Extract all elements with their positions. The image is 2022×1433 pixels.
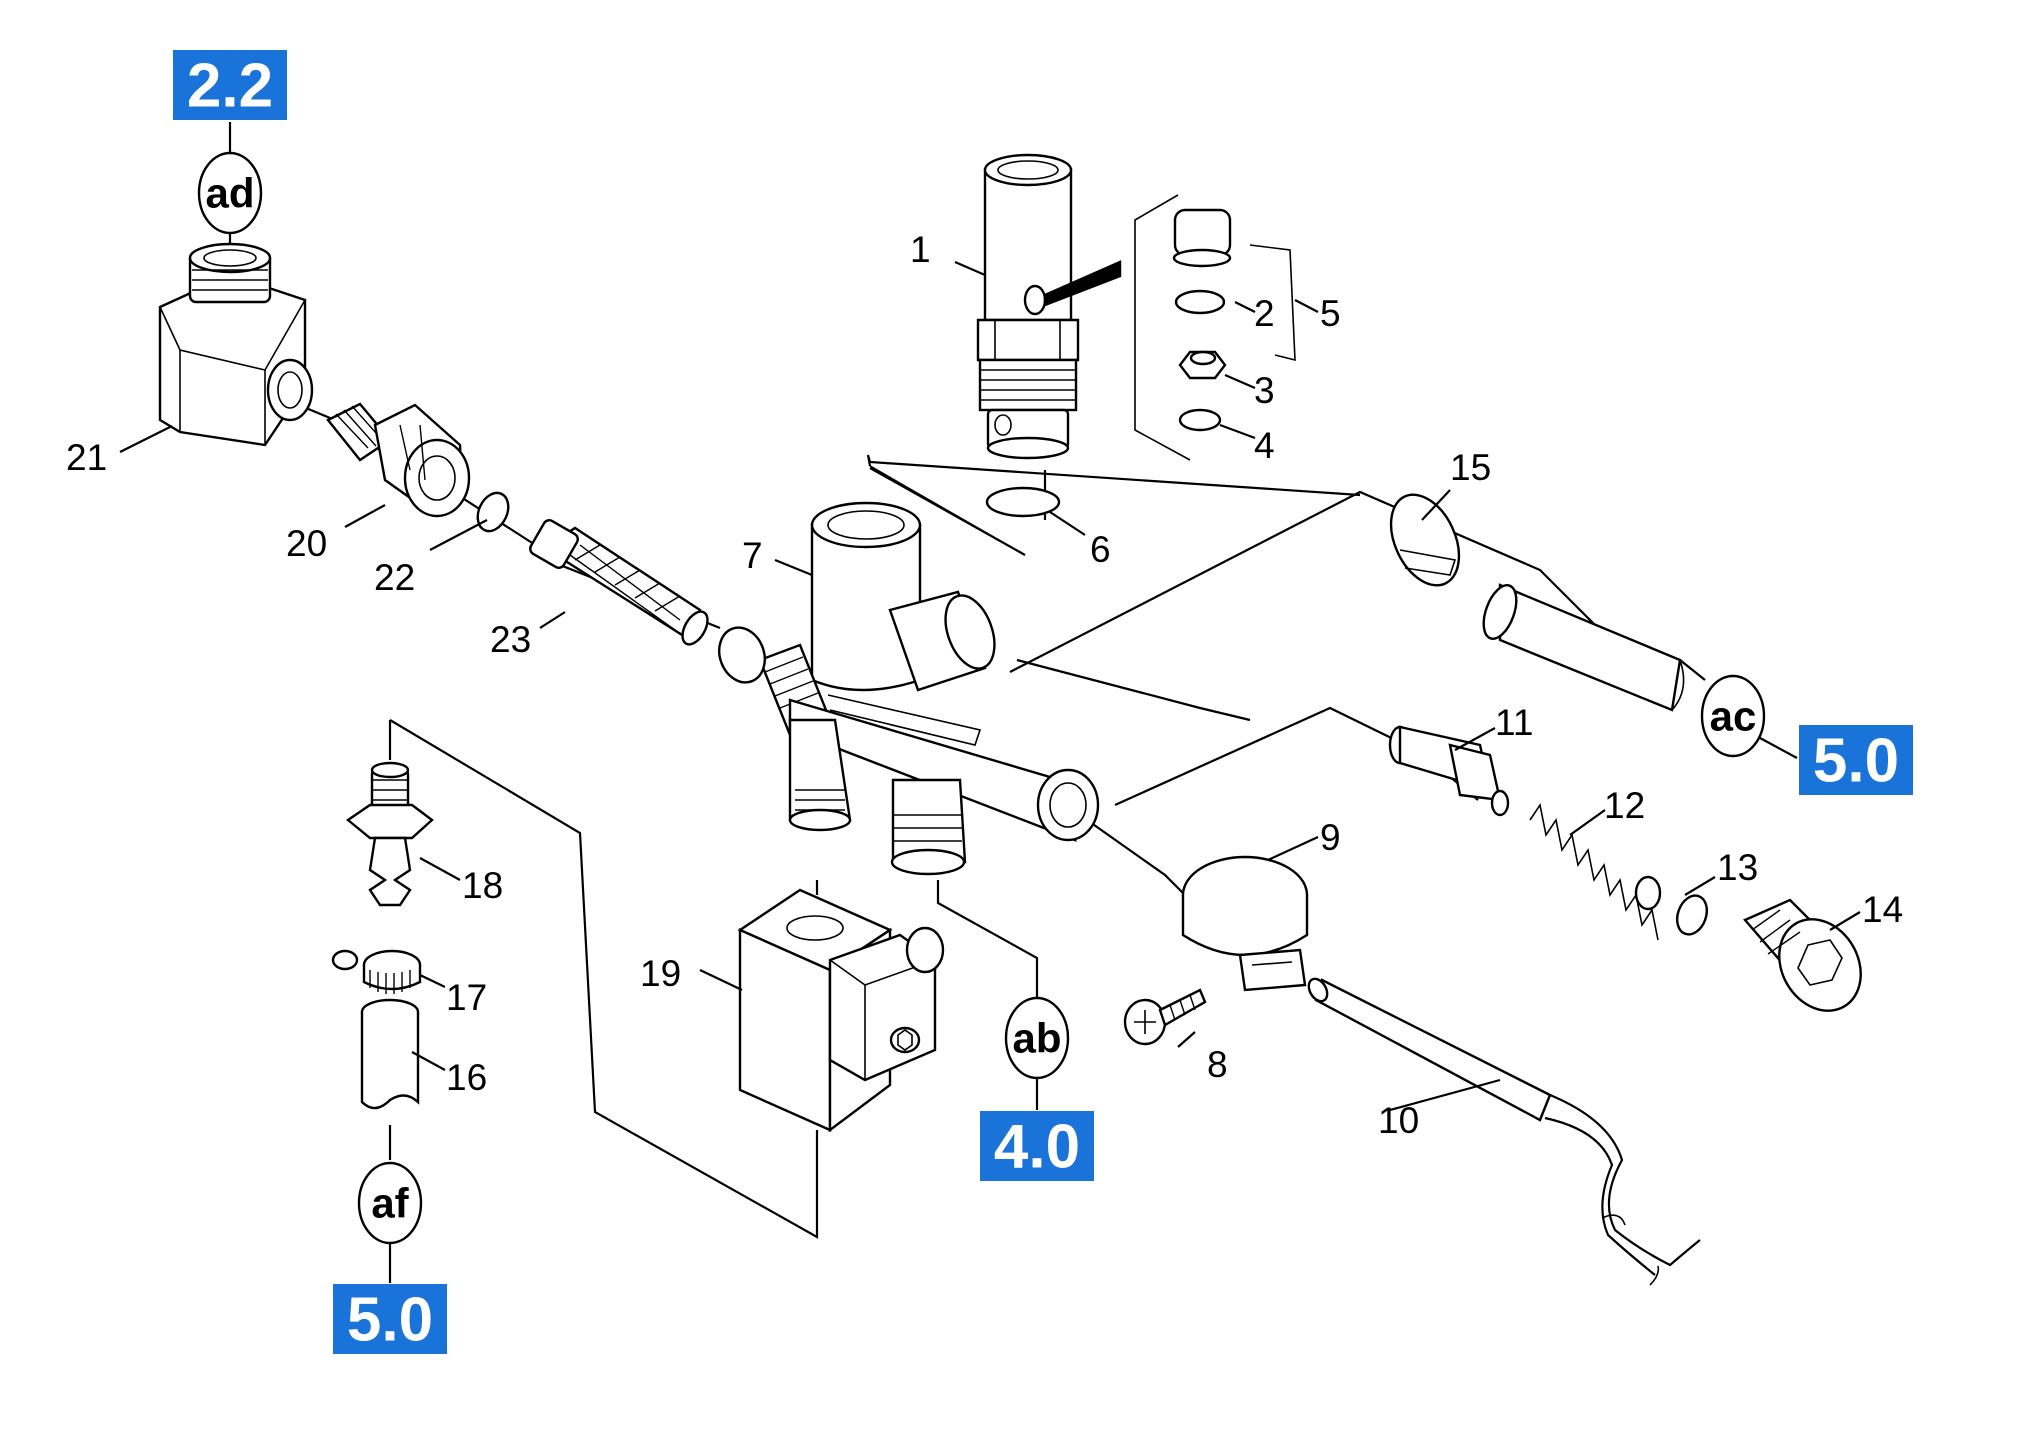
part-8-screw[interactable]	[1123, 988, 1207, 1046]
callout-labels: 1 2 3 4 5 6 7 8 9 10 11 12 13 14 15 16 1…	[66, 229, 1903, 1141]
callout-15: 15	[1450, 447, 1491, 488]
part-14-plug[interactable]	[1743, 898, 1877, 1026]
reference-label-af: 5.0	[347, 1286, 433, 1355]
connector-ac: ac	[1679, 659, 1798, 759]
callout-10: 10	[1378, 1100, 1419, 1141]
part-7-tee-body[interactable]	[712, 465, 1100, 876]
callout-23: 23	[490, 619, 531, 660]
part-23-filter[interactable]	[528, 518, 713, 649]
connector-af: af	[357, 1125, 423, 1283]
callout-22: 22	[374, 557, 415, 598]
part-2-o-ring[interactable]	[1174, 289, 1226, 315]
callout-9: 9	[1320, 817, 1341, 858]
part-15-clip[interactable]	[1378, 484, 1473, 596]
part-1-valve-body[interactable]	[976, 153, 1122, 460]
reference-badge-ab[interactable]: 4.0	[980, 1111, 1094, 1182]
part-5-cap[interactable]	[1172, 208, 1232, 268]
callout-1: 1	[910, 229, 931, 270]
part-13-o-ring[interactable]	[1672, 891, 1712, 938]
connector-ad: ad	[197, 122, 263, 258]
part-3-nut[interactable]	[1178, 350, 1227, 380]
callout-3: 3	[1254, 370, 1275, 411]
callout-19: 19	[640, 953, 681, 994]
part-9-clamp[interactable]	[1181, 855, 1309, 992]
callout-8: 8	[1207, 1044, 1228, 1085]
part-10-sensor-cable[interactable]	[1305, 976, 1701, 1286]
callout-14: 14	[1862, 889, 1903, 930]
reference-badge-af[interactable]: 5.0	[333, 1284, 447, 1355]
part-20-hose-connector[interactable]	[326, 402, 471, 518]
part-6-o-ring[interactable]	[985, 486, 1061, 518]
connector-label-ac: ac	[1710, 693, 1757, 740]
callout-5: 5	[1320, 293, 1341, 334]
connector-ab: ab	[936, 880, 1070, 1110]
callout-21: 21	[66, 437, 107, 478]
reference-badge-ad[interactable]: 2.2	[173, 50, 287, 121]
leader-lines	[119, 260, 1861, 1112]
callout-2: 2	[1254, 293, 1275, 334]
connector-label-ad: ad	[205, 170, 254, 217]
callout-6: 6	[1090, 529, 1111, 570]
part-12-spring[interactable]	[1529, 802, 1662, 941]
reference-label-ad: 2.2	[187, 52, 273, 121]
callout-20: 20	[286, 523, 327, 564]
reference-label-ac: 5.0	[1813, 727, 1899, 796]
part-4-o-ring[interactable]	[1178, 408, 1222, 432]
part-17-hose-clamp[interactable]	[331, 949, 422, 994]
insert-group-bracket	[1134, 194, 1296, 461]
part-16-hose[interactable]	[360, 998, 420, 1110]
part-11-piston[interactable]	[1388, 725, 1510, 817]
reference-badge-ac[interactable]: 5.0	[1799, 725, 1913, 796]
part-22-o-ring[interactable]	[472, 488, 514, 536]
connector-label-ab: ab	[1012, 1015, 1061, 1062]
callout-4: 4	[1254, 425, 1275, 466]
part-19-solenoid-valve[interactable]	[737, 888, 945, 1133]
hose-segment-ac[interactable]	[1477, 581, 1685, 712]
callout-16: 16	[446, 1057, 487, 1098]
part-21-elbow-fitting[interactable]	[158, 242, 314, 447]
callout-7: 7	[742, 535, 763, 576]
callout-18: 18	[462, 865, 503, 906]
connector-label-af: af	[371, 1180, 409, 1227]
part-18-hose-nipple[interactable]	[345, 761, 434, 907]
callout-12: 12	[1604, 785, 1645, 826]
reference-label-ab: 4.0	[994, 1113, 1080, 1182]
callout-13: 13	[1717, 847, 1758, 888]
callout-11: 11	[1495, 702, 1533, 743]
callout-17: 17	[446, 977, 487, 1018]
